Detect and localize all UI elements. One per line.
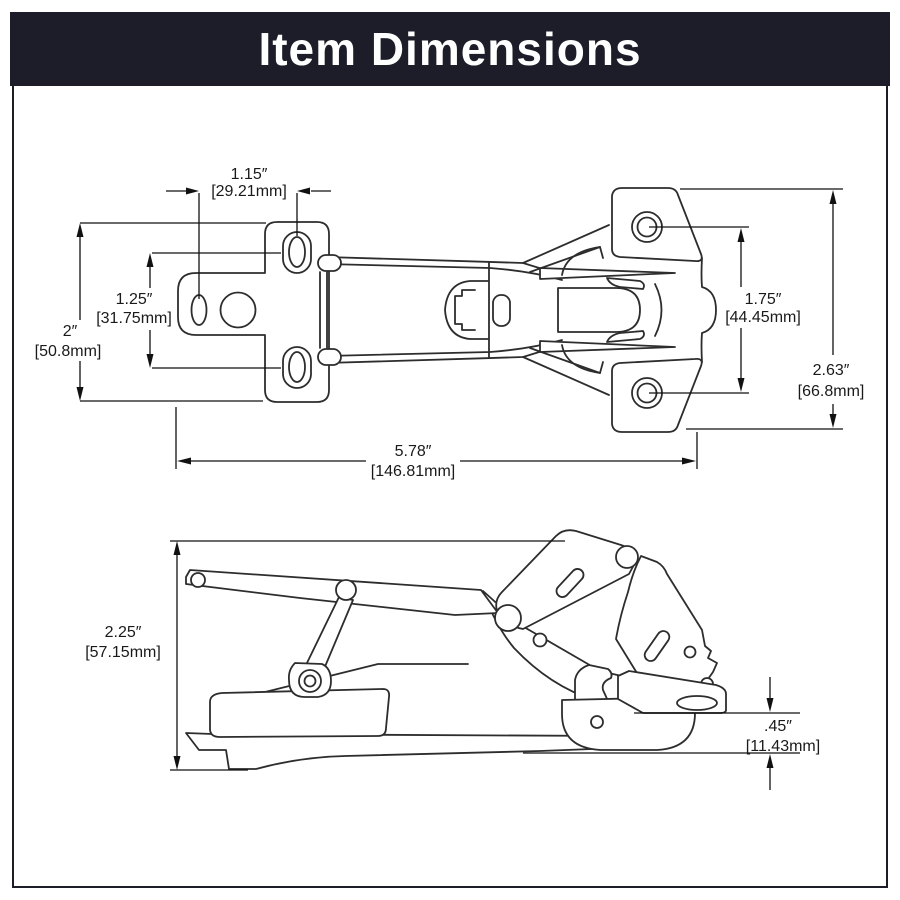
dim-0-45-in: .45″ <box>764 718 792 735</box>
dim-5-78-mm: [146.81mm] <box>371 463 455 480</box>
cup-dome <box>700 257 717 363</box>
page-title: Item Dimensions <box>258 23 642 75</box>
dimension-plate-height: 2″ [50.8mm] <box>35 222 266 402</box>
arm-boss <box>444 280 511 340</box>
flange-screw-hole <box>676 695 718 711</box>
dim-1-75-mm: [44.45mm] <box>725 309 801 326</box>
hinge-cup-side <box>561 670 727 751</box>
dim-0-45-mm: [11.43mm] <box>746 738 820 755</box>
base-plate-and-boot <box>185 663 619 770</box>
dimension-wing-hole-spacing: 1.75″ [44.45mm] <box>649 226 801 394</box>
wall-plate-base <box>185 732 619 770</box>
mounting-plate-side <box>209 688 391 738</box>
hinge-top-view: 1.15″ [29.21mm] 2″ [50.8mm] 1.25″ [31.75… <box>35 166 865 480</box>
plate-bottom-clip <box>317 348 342 366</box>
dimension-overall-height: 2.25″ [57.15mm] <box>85 540 565 771</box>
dimension-plate-slot-spacing: 1.25″ [31.75mm] <box>96 252 281 369</box>
dimension-plate-hole-spacing: 1.15″ [29.21mm] <box>166 166 331 299</box>
upper-lever-slot <box>555 568 585 598</box>
dim-5-78-in: 5.78″ <box>395 443 432 460</box>
dim-2-25-in: 2.25″ <box>105 624 142 641</box>
title-banner: Item Dimensions <box>10 12 890 86</box>
dim-1-25-in: 1.25″ <box>116 291 153 308</box>
dim-2-63-mm: [66.8mm] <box>798 383 865 400</box>
dim-2-mm: [50.8mm] <box>35 343 102 360</box>
dim-2-63-in: 2.63″ <box>813 362 850 379</box>
plate-oval-hole <box>190 294 208 326</box>
dim-1-15-mm: [29.21mm] <box>211 183 287 200</box>
pivot-link <box>305 596 354 670</box>
dimension-flange-thickness: .45″ [11.43mm] <box>523 677 820 790</box>
hinge-cup <box>557 187 717 433</box>
cup-lever <box>615 555 718 691</box>
hinge-side-view: 2.25″ [57.15mm] .45″ [11.43mm] <box>85 529 820 790</box>
plate-top-clip <box>317 254 342 272</box>
plate-cam-hole <box>219 291 257 329</box>
dim-2-in: 2″ <box>63 323 78 340</box>
hinge-arm-detail-lines <box>325 224 676 396</box>
dim-2-25-mm: [57.15mm] <box>85 644 161 661</box>
upper-lever <box>494 529 639 648</box>
long-lever <box>185 569 499 698</box>
dimension-overall-length: 5.78″ [146.81mm] <box>175 407 698 480</box>
lever-slot <box>643 630 671 662</box>
dim-1-25-mm: [31.75mm] <box>96 310 172 327</box>
mounting-plate <box>177 221 342 403</box>
main-pivot <box>494 604 522 632</box>
dim-1-75-in: 1.75″ <box>745 291 782 308</box>
arm-boss-slot <box>492 294 511 327</box>
cup-tongue <box>557 287 641 333</box>
dim-1-15-in: 1.15″ <box>231 166 268 183</box>
dimension-cup-height: 2.63″ [66.8mm] <box>680 188 865 430</box>
